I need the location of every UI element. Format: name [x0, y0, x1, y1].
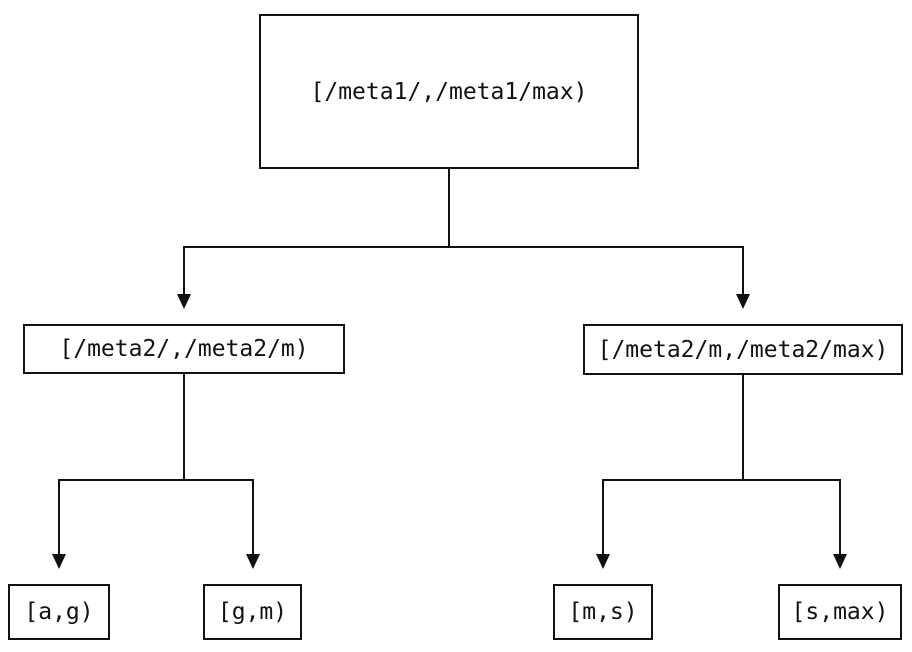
tree-node-right-left: [m,s) [553, 584, 653, 640]
tree-node-label: [s,max) [791, 599, 889, 625]
tree-node-right-right: [s,max) [778, 584, 902, 640]
tree-node-label: [/meta2/m,/meta2/max) [597, 336, 889, 363]
tree-node-label: [g,m) [217, 599, 288, 625]
arrowhead-icon [246, 554, 260, 569]
edge-right-children [602, 375, 841, 554]
arrowhead-icon [177, 294, 191, 309]
edge-left-children [58, 374, 254, 554]
tree-node-label: [/meta1/,/meta1/max) [310, 78, 588, 105]
tree-node-label: [a,g) [24, 599, 94, 625]
tree-node-right: [/meta2/m,/meta2/max) [583, 324, 903, 375]
tree-node-label: [/meta2/,/meta2/m) [59, 336, 309, 362]
arrowhead-icon [833, 554, 847, 569]
arrowhead-icon [52, 554, 66, 569]
tree-node-label: [m,s) [568, 599, 638, 625]
tree-node-left: [/meta2/,/meta2/m) [23, 324, 345, 374]
edge-root-children [183, 169, 744, 294]
arrowhead-icon [596, 554, 610, 569]
tree-node-left-left: [a,g) [8, 584, 110, 640]
arrowhead-icon [736, 294, 750, 309]
tree-node-left-right: [g,m) [203, 584, 302, 640]
tree-node-root: [/meta1/,/meta1/max) [259, 14, 639, 169]
